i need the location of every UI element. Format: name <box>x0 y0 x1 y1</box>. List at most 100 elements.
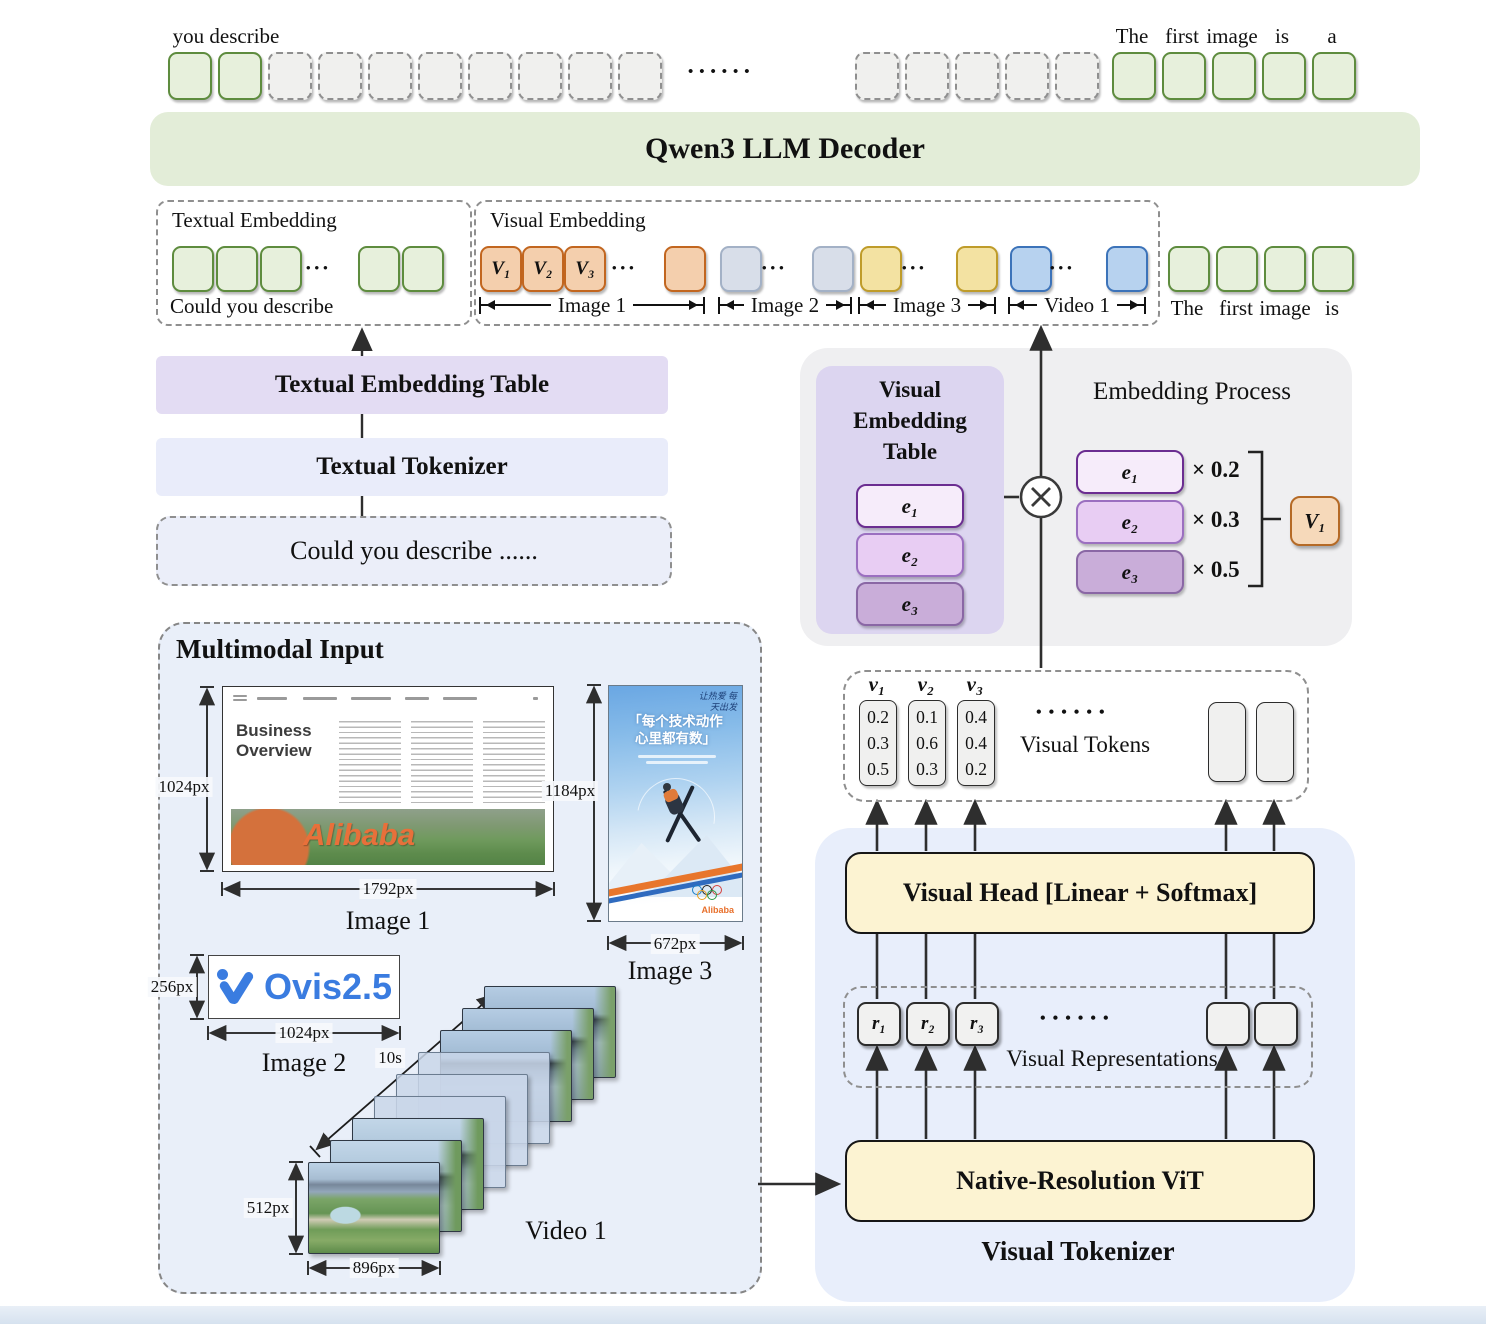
e3-label: e₃ <box>901 591 919 616</box>
ellipsis: •••••• <box>1036 704 1112 721</box>
multimodal-input-title: Multimodal Input <box>176 634 384 664</box>
result-token-v1: V₁ <box>1290 496 1340 546</box>
textual-tokenizer: Textual Tokenizer <box>156 438 668 496</box>
token <box>1216 246 1258 292</box>
video-duration-dim: 10s <box>375 1048 405 1068</box>
output-word: is <box>1274 24 1290 48</box>
token <box>1312 246 1354 292</box>
visual-tokens-box <box>843 670 1309 802</box>
document-heading: Business Overview <box>236 721 312 760</box>
visual-head-box: Visual Head [Linear + Softmax] <box>845 852 1315 934</box>
token <box>318 52 362 100</box>
representation-placeholder <box>1206 1002 1250 1046</box>
token-label: V₃ <box>575 258 595 279</box>
embedding-e3: e₃ <box>856 582 964 626</box>
native-resolution-vit-box: Native-Resolution ViT <box>845 1140 1315 1222</box>
ovis-logo-text: Ovis2.5 <box>263 966 393 1007</box>
poster-headline-line1: 「每个技术动作 <box>628 714 723 730</box>
embedding-e2: e₂ <box>856 533 964 577</box>
prob-value: 0.3 <box>916 759 938 779</box>
output-word: first <box>1219 296 1253 320</box>
representation-placeholder <box>1254 1002 1298 1046</box>
textual-embedding-box <box>156 200 472 326</box>
image2-label: Image 2 <box>261 1048 347 1077</box>
e1-label: e₁ <box>1121 459 1139 484</box>
top-left-caption: you describe <box>172 24 280 48</box>
visual-representations-label: Visual Representations <box>1006 1046 1218 1071</box>
ellipsis: ••• <box>306 260 332 275</box>
prob-value: 0.4 <box>965 707 987 727</box>
segment-video1: Video 1 <box>1008 293 1146 317</box>
e2-label: e₂ <box>1121 509 1139 534</box>
text-input-label: Could you describe ...... <box>290 536 538 565</box>
poster-subtext <box>637 752 717 767</box>
r3-label: r₃ <box>969 1013 985 1034</box>
weighted-e3: e₃ <box>1076 550 1184 594</box>
token-label: V₁ <box>491 258 511 279</box>
alibaba-photo: Alibaba <box>231 809 545 865</box>
visual-representations-box <box>843 986 1313 1088</box>
token <box>955 52 999 100</box>
representation-r1: r₁ <box>857 1002 901 1046</box>
e3-label: e₃ <box>1121 559 1139 584</box>
text-input-box: Could you describe ...... <box>156 516 672 586</box>
output-word: The <box>1115 24 1149 48</box>
v3-column-label: v₃ <box>966 672 984 696</box>
token <box>1264 246 1306 292</box>
weighted-e2: e₂ <box>1076 500 1184 544</box>
ovis-checkmark-icon <box>216 966 256 1008</box>
prob-value: 0.2 <box>867 707 889 727</box>
textual-embedding-table: Textual Embedding Table <box>156 356 668 414</box>
token-label: V₂ <box>533 258 553 279</box>
e2-label: e₂ <box>901 542 919 567</box>
output-word: image <box>1259 296 1311 320</box>
native-resolution-vit-label: Native-Resolution ViT <box>956 1166 1204 1195</box>
weight-1: × 0.2 <box>1192 457 1240 482</box>
representation-r2: r₂ <box>906 1002 950 1046</box>
token <box>518 52 562 100</box>
ellipsis: •••••• <box>688 64 756 80</box>
token <box>1312 52 1356 100</box>
segment-image1: Image 1 <box>479 293 706 317</box>
video-height-dim: 512px <box>243 1198 293 1218</box>
segment-image3: Image 3 <box>858 293 997 317</box>
document-text-column <box>483 721 545 803</box>
output-word: a <box>1327 24 1337 48</box>
token <box>855 52 899 100</box>
token: V₁ <box>480 246 522 292</box>
image1-label: Image 1 <box>345 906 431 935</box>
image1-width-dim: 1792px <box>359 879 417 899</box>
video-frame <box>308 1162 440 1254</box>
image3-height-dim: 1184px <box>541 781 599 801</box>
token <box>1162 52 1206 100</box>
token <box>1212 52 1256 100</box>
token <box>1262 52 1306 100</box>
token <box>168 52 212 100</box>
token <box>268 52 312 100</box>
textual-tokenizer-label: Textual Tokenizer <box>316 453 508 480</box>
video-width-dim: 896px <box>349 1258 399 1278</box>
visual-tokenizer-label: Visual Tokenizer <box>981 1236 1175 1266</box>
document-navbar <box>233 695 545 703</box>
image2-height-dim: 256px <box>147 977 197 997</box>
document-text-column <box>411 721 473 803</box>
token <box>172 246 214 292</box>
v1-column-label: v₁ <box>868 672 886 696</box>
textual-embedding-caption: Could you describe <box>170 294 334 318</box>
video-label: Video 1 <box>525 1216 607 1245</box>
prob-value: 0.5 <box>867 759 889 779</box>
token <box>1168 246 1210 292</box>
olympic-rings-icon <box>692 885 734 900</box>
segment-image2: Image 2 <box>718 293 853 317</box>
v2-column-label: v₂ <box>917 672 935 696</box>
textual-embedding-title: Textual Embedding <box>172 208 337 232</box>
image2-ovis-logo: Ovis2.5 <box>208 955 400 1019</box>
output-word: image <box>1206 24 1258 48</box>
visual-tokens-label: Visual Tokens <box>1019 732 1151 757</box>
token-placeholder <box>1208 702 1246 782</box>
visual-embedding-box <box>474 200 1160 326</box>
token <box>956 246 998 292</box>
ellipsis: •••••• <box>1040 1010 1116 1027</box>
token <box>402 246 444 292</box>
